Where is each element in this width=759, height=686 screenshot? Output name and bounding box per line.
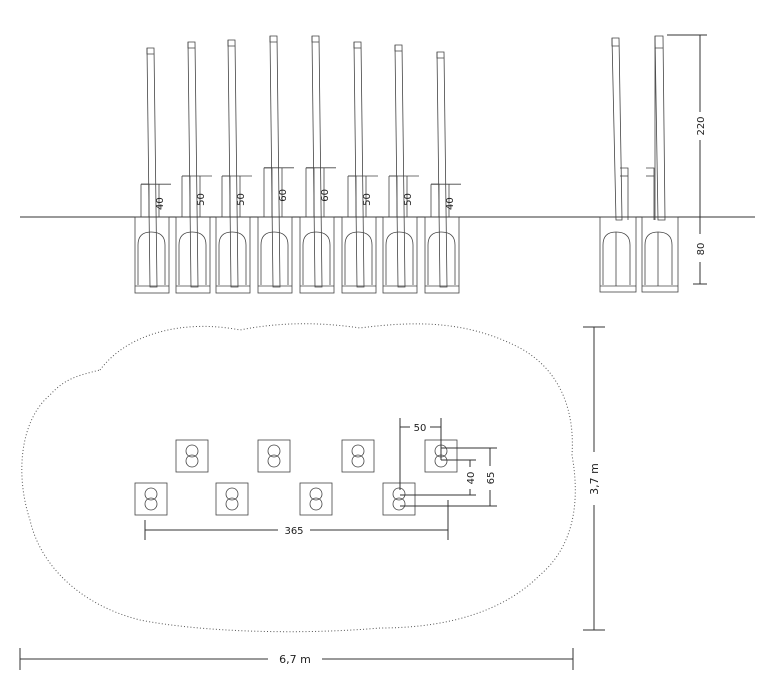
post-height-dimension: 60 — [306, 167, 336, 217]
post — [215, 39, 251, 294]
foundation-depth-label: 80 — [696, 243, 707, 256]
post-height-label: 60 — [278, 189, 289, 202]
overall-depth-label: 3,7 m — [588, 463, 601, 495]
post-height-label: 50 — [236, 193, 247, 206]
overall-depth-dimension: 3,7 m — [583, 326, 605, 631]
post — [424, 51, 460, 294]
post-height-dimension: 40 — [431, 183, 461, 217]
height-dimension: 220 80 — [667, 34, 707, 285]
elevation-view: 40 50 50 60 60 50 50 40 — [20, 34, 755, 294]
offset-dimensions: 40 65 — [400, 447, 497, 507]
overall-width-label: 6,7 m — [279, 653, 311, 666]
post-height-label: 40 — [155, 197, 166, 210]
plan-post — [341, 439, 375, 473]
plan-post — [382, 482, 416, 516]
post-height-dimension: 50 — [182, 175, 212, 217]
plan-view: 50 40 65 365 — [21, 323, 576, 633]
plan-post — [175, 439, 209, 473]
post — [382, 44, 418, 294]
post — [341, 41, 377, 294]
post-height-dimension: 60 — [264, 167, 294, 217]
post-row — [134, 35, 460, 294]
post — [134, 47, 170, 294]
post-height-dimension: 40 — [141, 183, 171, 217]
plan-post-group — [134, 439, 458, 516]
post-height-label: 40 — [445, 197, 456, 210]
post — [175, 41, 211, 294]
side-view-posts — [599, 35, 679, 293]
post-height-labels: 40 50 50 60 60 50 50 40 — [141, 167, 461, 217]
span-dimension: 365 — [144, 500, 449, 540]
overall-width-dimension: 6,7 m — [19, 648, 574, 670]
spacing-horizontal-label: 50 — [414, 423, 427, 434]
post — [257, 35, 293, 294]
plan-post — [215, 482, 249, 516]
post-height-label: 50 — [403, 193, 414, 206]
span-label: 365 — [284, 526, 303, 537]
plan-post — [299, 482, 333, 516]
total-height-label: 220 — [696, 116, 707, 135]
post — [299, 35, 335, 294]
spacing-dimension: 50 — [399, 418, 442, 490]
post-height-label: 50 — [196, 193, 207, 206]
post-height-label: 50 — [362, 193, 373, 206]
post-height-dimension: 50 — [222, 175, 252, 217]
post-height-label: 60 — [320, 189, 331, 202]
post-height-dimension: 50 — [389, 175, 419, 217]
post-height-dimension: 50 — [348, 175, 378, 217]
plan-post — [134, 482, 168, 516]
offset-b-label: 65 — [486, 472, 497, 485]
plan-post — [257, 439, 291, 473]
offset-a-label: 40 — [466, 472, 477, 485]
